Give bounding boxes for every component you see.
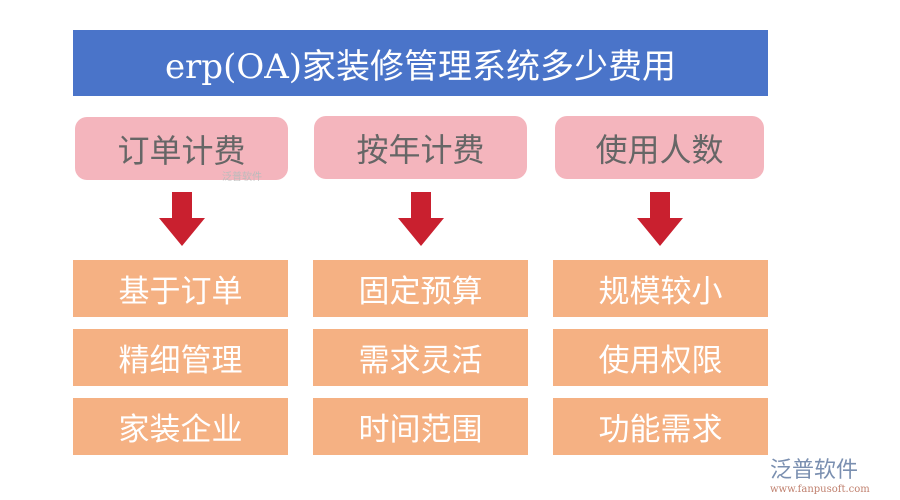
header-annual-billing: 按年计费 bbox=[314, 116, 527, 179]
header-order-billing: 订单计费 bbox=[75, 117, 288, 180]
diagram-title: erp(OA)家装修管理系统多少费用 bbox=[73, 30, 768, 96]
item-box: 功能需求 bbox=[553, 398, 768, 455]
brand-logo: 泛普软件 www.fanpusoft.com bbox=[770, 452, 900, 495]
item-box: 时间范围 bbox=[313, 398, 528, 455]
header-user-count: 使用人数 bbox=[555, 116, 764, 179]
arrow-down-icon bbox=[398, 192, 444, 246]
arrow-down-icon bbox=[637, 192, 683, 246]
logo-name: 泛普软件 bbox=[770, 458, 859, 483]
item-box: 固定预算 bbox=[313, 260, 528, 317]
arrow-down-icon bbox=[159, 192, 205, 246]
item-box: 规模较小 bbox=[553, 260, 768, 317]
item-box: 基于订单 bbox=[73, 260, 288, 317]
watermark: 泛普软件 bbox=[222, 172, 262, 183]
item-box: 家装企业 bbox=[73, 398, 288, 455]
item-box: 使用权限 bbox=[553, 329, 768, 386]
logo-url: www.fanpusoft.com bbox=[770, 484, 870, 495]
item-box: 需求灵活 bbox=[313, 329, 528, 386]
item-box: 精细管理 bbox=[73, 329, 288, 386]
